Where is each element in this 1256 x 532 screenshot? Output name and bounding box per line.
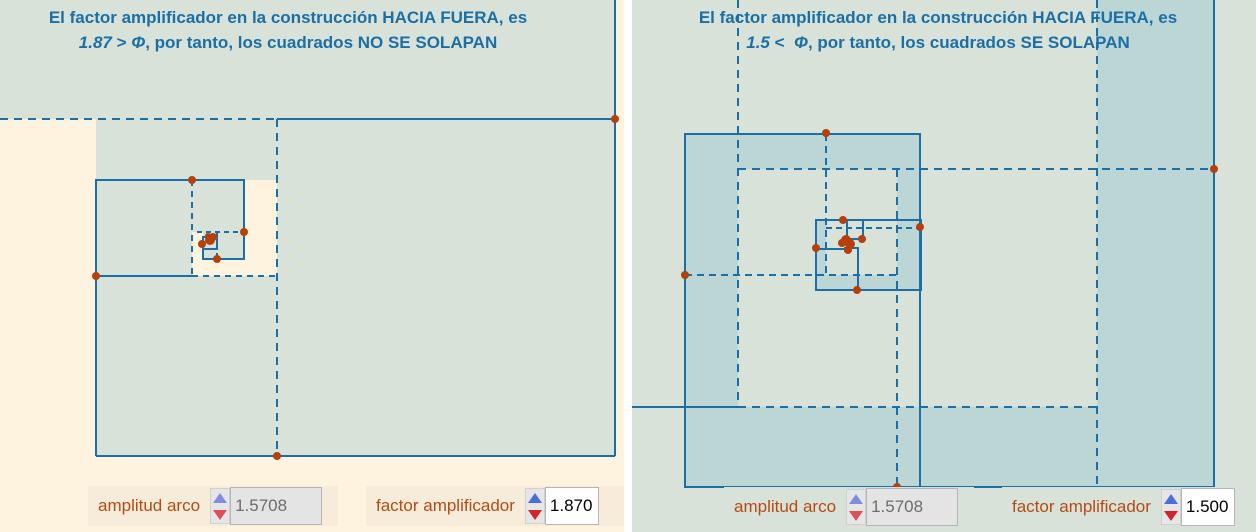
geometry-canvas-left[interactable] bbox=[0, 0, 624, 532]
point[interactable] bbox=[844, 246, 852, 254]
overlap-region bbox=[826, 275, 897, 290]
arrow-up-icon bbox=[1163, 493, 1178, 504]
point[interactable] bbox=[853, 286, 861, 294]
increment-button[interactable] bbox=[847, 490, 865, 507]
point[interactable] bbox=[839, 216, 847, 224]
outer-square-region bbox=[96, 119, 615, 456]
arrow-down-icon bbox=[213, 509, 228, 520]
amplification-factor-input[interactable]: 1.500 bbox=[1180, 488, 1235, 526]
overlap-region bbox=[1097, 0, 1214, 487]
arrow-down-icon bbox=[849, 510, 864, 521]
decrement-button[interactable] bbox=[211, 506, 229, 523]
point[interactable] bbox=[209, 233, 217, 241]
decrement-button[interactable] bbox=[1162, 507, 1180, 524]
point[interactable] bbox=[273, 452, 281, 460]
square-edge bbox=[815, 219, 922, 291]
point[interactable] bbox=[916, 223, 924, 231]
overlap-region bbox=[816, 220, 826, 290]
point[interactable] bbox=[198, 240, 206, 248]
construction-panel-left: El factor amplificador en la construcció… bbox=[0, 0, 624, 532]
arrow-up-icon bbox=[213, 492, 228, 503]
outer-square-region bbox=[0, 0, 615, 119]
arrow-down-icon bbox=[1163, 510, 1178, 521]
point[interactable] bbox=[92, 272, 100, 280]
arrow-down-icon bbox=[527, 509, 542, 520]
point[interactable] bbox=[611, 115, 619, 123]
amplification-factor-label: factor amplificador bbox=[1012, 497, 1151, 516]
arc-amplitude-label: amplitud arco bbox=[734, 497, 837, 516]
arc-amplitude-spinner[interactable] bbox=[846, 489, 867, 525]
point[interactable] bbox=[822, 129, 830, 137]
arc-amplitude-label: amplitud arco bbox=[98, 496, 201, 515]
arrow-up-icon bbox=[849, 493, 864, 504]
point[interactable] bbox=[812, 244, 820, 252]
amplification-factor-spinner[interactable] bbox=[1160, 489, 1181, 525]
construction-panel-right: El factor amplificador en la construcció… bbox=[632, 0, 1256, 532]
increment-button[interactable] bbox=[1162, 490, 1180, 507]
point[interactable] bbox=[205, 233, 211, 239]
square-edge bbox=[202, 232, 245, 260]
arc-amplitude-input[interactable]: 1.5708 bbox=[230, 487, 323, 525]
arc-amplitude-control-right: amplitud arco 1.5708 bbox=[724, 487, 974, 527]
point[interactable] bbox=[681, 271, 689, 279]
decrement-button[interactable] bbox=[526, 506, 544, 523]
arc-amplitude-control-left: amplitud arco 1.5708 bbox=[88, 486, 338, 526]
amplification-factor-spinner[interactable] bbox=[524, 488, 545, 524]
increment-button[interactable] bbox=[211, 489, 229, 506]
overlap-region bbox=[685, 407, 1097, 487]
square-edge bbox=[95, 179, 245, 277]
point[interactable] bbox=[838, 239, 846, 247]
geometry-canvas-right[interactable] bbox=[632, 0, 1256, 532]
amplification-factor-label: factor amplificador bbox=[376, 496, 515, 515]
point[interactable] bbox=[1210, 165, 1218, 173]
point[interactable] bbox=[188, 176, 196, 184]
increment-button[interactable] bbox=[526, 489, 544, 506]
amplification-factor-control-left: factor amplificador 1.870 bbox=[366, 486, 624, 526]
point[interactable] bbox=[858, 235, 866, 243]
arc-amplitude-spinner[interactable] bbox=[210, 488, 231, 524]
point[interactable] bbox=[240, 228, 248, 236]
amplification-factor-input[interactable]: 1.870 bbox=[544, 487, 599, 525]
square-region bbox=[192, 180, 244, 232]
overlap-region bbox=[738, 134, 920, 169]
overlap-region bbox=[897, 169, 920, 290]
square-region bbox=[96, 180, 192, 276]
arc-amplitude-input[interactable]: 1.5708 bbox=[866, 488, 959, 526]
overlap-region bbox=[685, 134, 738, 407]
arrow-up-icon bbox=[527, 492, 542, 503]
point[interactable] bbox=[213, 255, 221, 263]
amplification-factor-control-right: factor amplificador 1.500 bbox=[1002, 487, 1256, 527]
decrement-button[interactable] bbox=[847, 507, 865, 524]
